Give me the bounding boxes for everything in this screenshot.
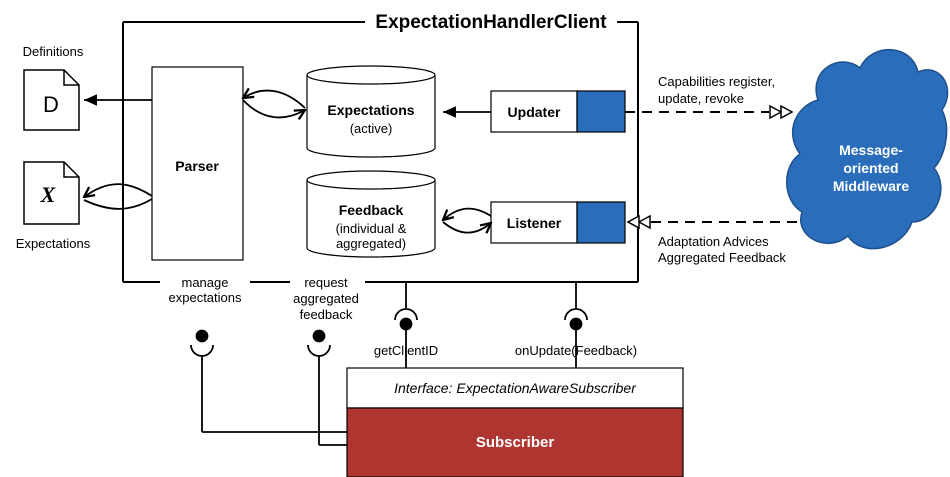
- expectations-file-label: Expectations: [16, 236, 91, 251]
- expectations-document: X: [23, 161, 80, 225]
- expectations-file-to-parser-curve-top: [84, 183, 153, 197]
- manage-expectations-port: [190, 329, 214, 432]
- middleware-cloud: [786, 49, 949, 250]
- on-update-label: onUpdate(Feedback): [515, 343, 637, 358]
- outgoing-label-line1: Capabilities register,: [658, 74, 775, 89]
- parser-label: Parser: [175, 158, 219, 174]
- client-id-port: [394, 282, 418, 368]
- updater-label: Updater: [508, 104, 561, 120]
- incoming-label-line1: Adaptation Advices: [658, 234, 769, 249]
- listener-port: [576, 201, 626, 244]
- feedback-db-line2: aggregated): [336, 236, 406, 251]
- expectations-file-to-parser-curve-bottom: [83, 198, 153, 210]
- definitions-letter: D: [43, 92, 59, 117]
- expectations-db-title: Expectations: [327, 102, 414, 118]
- request-feedback-port: [307, 329, 331, 445]
- interface-box: [346, 367, 684, 409]
- cloud-line2: oriented: [843, 160, 898, 176]
- definitions-document: D: [23, 69, 80, 131]
- component-box: [122, 21, 639, 283]
- request-port-label-line1: request: [304, 275, 348, 290]
- incoming-message-arrow: [626, 214, 801, 230]
- listener-feedback-curve-bottom: [442, 221, 491, 233]
- on-update-port: [564, 282, 588, 368]
- interface-label: Interface: ExpectationAwareSubscriber: [394, 380, 637, 396]
- parser-box: [151, 66, 244, 261]
- request-port-label-line2: aggregated: [293, 291, 359, 306]
- expectations-db-subtitle: (active): [350, 121, 393, 136]
- listener-feedback-curve-top: [443, 207, 492, 220]
- request-port-label-line3: feedback: [300, 307, 353, 322]
- cloud-line3: Middleware: [833, 178, 909, 194]
- expectations-database: [306, 65, 436, 158]
- cloud-line1: Message-: [839, 142, 903, 158]
- listener-label: Listener: [507, 215, 562, 231]
- parser-to-expectations-curve-top: [243, 91, 306, 109]
- manage-port-label-line1: manage: [182, 275, 229, 290]
- updater-box: [490, 90, 578, 133]
- manage-port-label-line2: expectations: [169, 290, 242, 305]
- incoming-label-line2: Aggregated Feedback: [658, 250, 786, 265]
- outgoing-message-arrow: [625, 104, 794, 120]
- subscriber-box: [346, 407, 684, 477]
- subscriber-label: Subscriber: [476, 434, 555, 451]
- expectations-letter: X: [40, 182, 57, 207]
- feedback-database: [306, 170, 436, 258]
- feedback-db-line1: (individual &: [336, 221, 407, 236]
- updater-port: [576, 90, 626, 133]
- feedback-db-title: Feedback: [339, 202, 404, 218]
- client-id-label: getClientID: [374, 343, 438, 358]
- definitions-label: Definitions: [23, 44, 84, 59]
- parser-to-expectations-curve-bottom: [242, 99, 305, 117]
- outgoing-label-line2: update, revoke: [658, 91, 744, 106]
- component-title: ExpectationHandlerClient: [375, 12, 607, 33]
